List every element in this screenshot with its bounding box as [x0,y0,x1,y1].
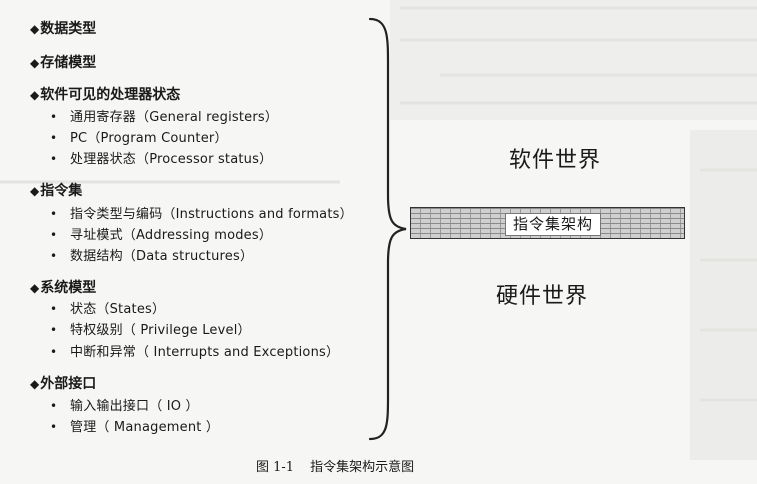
section-heading-data-types: ◆数据类型 [30,21,97,37]
list-item: •状态（States） [50,302,166,317]
bullet-icon: • [50,323,58,337]
bullet-icon: • [50,207,58,221]
bullet-icon: • [50,152,58,166]
diamond-bullet-icon: ◆ [30,22,40,36]
section-heading-external-interface: ◆外部接口 [30,376,97,392]
section-heading-memory-model: ◆存储模型 [30,55,97,71]
bullet-icon: • [50,131,58,145]
bullet-icon: • [50,345,58,359]
diamond-bullet-icon: ◆ [30,184,40,198]
list-item: •特权级别（ Privilege Level） [50,323,251,338]
bullet-icon: • [50,249,58,263]
figure-title: 指令集架构示意图 [310,460,415,475]
bullet-icon: • [50,228,58,242]
list-item: •处理器状态（Processor status） [50,152,273,167]
section-heading-system-model: ◆系统模型 [30,280,97,296]
list-item: •寻址模式（Addressing modes） [50,228,273,243]
bullet-icon: • [50,420,58,434]
software-world-label: 软件世界 [509,148,602,173]
diamond-bullet-icon: ◆ [30,377,40,391]
bullet-icon: • [50,399,58,413]
section-heading-instruction-set: ◆指令集 [30,183,83,199]
list-item: •数据结构（Data structures） [50,249,254,264]
figure-number: 图 1-1 [256,460,295,475]
list-item: •指令类型与编码（Instructions and formats） [50,207,353,222]
list-item: •PC（Program Counter） [50,131,228,146]
section-heading-processor-state: ◆软件可见的处理器状态 [30,87,181,103]
list-item: •管理（ Management ） [50,420,220,435]
isa-label: 指令集架构 [505,213,602,236]
curly-brace-icon [368,17,407,441]
diamond-bullet-icon: ◆ [30,281,40,295]
list-item: •中断和异常（ Interrupts and Exceptions） [50,345,340,360]
list-item: •输入输出接口（ IO ） [50,399,199,414]
bullet-icon: • [50,110,58,124]
list-item: •通用寄存器（General registers） [50,110,279,125]
diamond-bullet-icon: ◆ [30,88,40,102]
diamond-bullet-icon: ◆ [30,56,40,70]
bullet-icon: • [50,302,58,316]
hardware-world-label: 硬件世界 [496,284,589,309]
figure-caption: 图 1-1 指令集架构示意图 [256,456,414,475]
